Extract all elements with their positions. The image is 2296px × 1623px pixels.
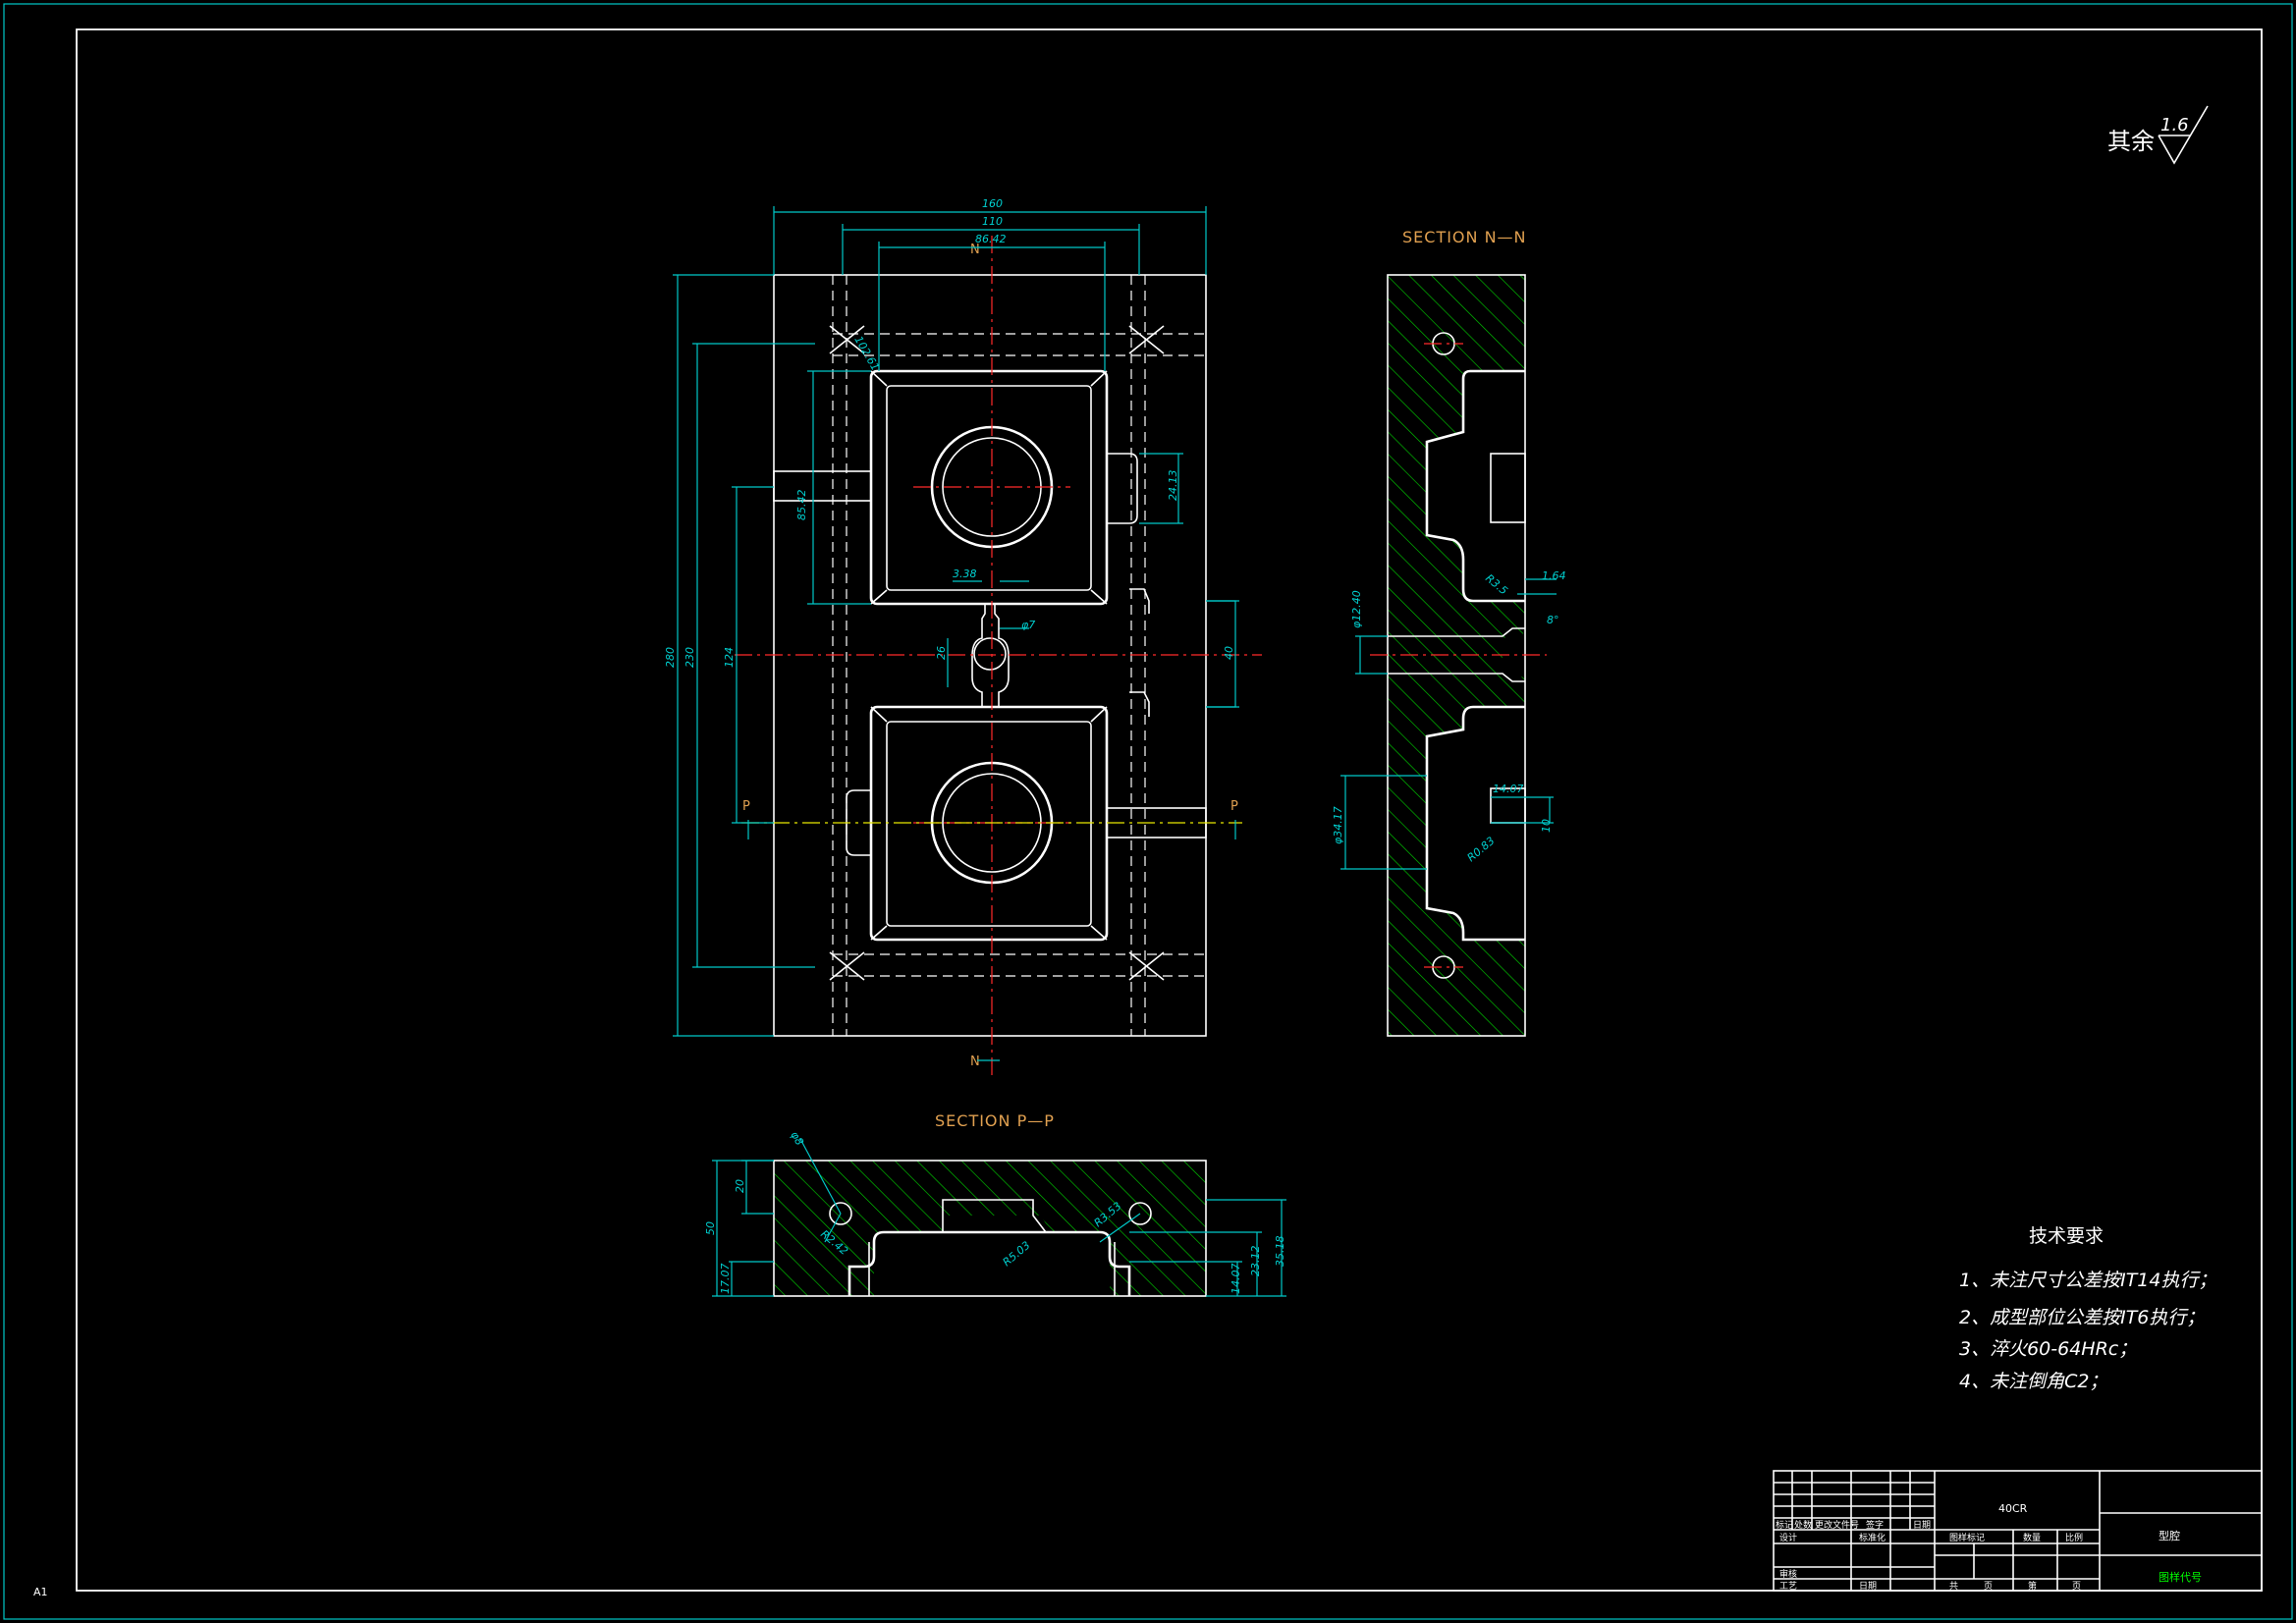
dimension-label: 页 bbox=[2072, 1581, 2081, 1592]
dimension-label: R0.83 bbox=[1465, 835, 1498, 865]
cut-label-p-right: P bbox=[1230, 799, 1238, 814]
tech-req-item-2: 2、成型部位公差按IT6执行； bbox=[1959, 1307, 2205, 1328]
dimension-label: 23.12 bbox=[1249, 1246, 1262, 1277]
dimension-label: 数量 bbox=[2023, 1532, 2041, 1543]
dimension-label: 标准化 bbox=[1859, 1532, 1886, 1543]
dimension-label: 8° bbox=[1547, 614, 1559, 626]
cut-label-n-top: N bbox=[970, 243, 980, 257]
roughness-check-icon bbox=[2158, 105, 2209, 165]
dimension-label: 审核 bbox=[1779, 1568, 1797, 1580]
lower-cavity-inner bbox=[886, 721, 1092, 927]
plan-view: N N P P 160 110 86.42 102.61 85.42 24.13 bbox=[664, 197, 1262, 1080]
dimension-label: 14.07 bbox=[1493, 783, 1524, 795]
pp-pin-hole-left bbox=[829, 1202, 852, 1225]
dimension-label: 50 bbox=[704, 1221, 717, 1235]
dimension-label: 280 bbox=[664, 647, 677, 668]
section-pp-view: SECTION P—P φ8 20 50 R2.42 17.07 R5.03 R… bbox=[704, 1111, 1286, 1297]
sheet-size-label: A1 bbox=[33, 1586, 48, 1598]
tech-req-item-3: 3、淬火60-64HRc； bbox=[1959, 1338, 2137, 1360]
dimension-label: 日期 bbox=[1859, 1581, 1877, 1592]
dimension-label: 10 bbox=[1540, 819, 1553, 833]
dimension-label: 3.38 bbox=[953, 568, 977, 580]
section-nn-view: SECTION N—N 1.64 φ12.40 R3.5 8° 14.07 φ3… bbox=[1332, 228, 1566, 1037]
tech-req-item-1: 1、未注尺寸公差按IT14执行； bbox=[1959, 1270, 2216, 1291]
dimension-label: 处数 bbox=[1794, 1519, 1812, 1531]
dimension-label: 85.42 bbox=[795, 490, 808, 521]
outer-sheet-border bbox=[3, 3, 2293, 1620]
roughness-value: 1.6 bbox=[2160, 115, 2189, 135]
dimension-label: 页 bbox=[1984, 1581, 1993, 1592]
dimension-label: R5.03 bbox=[1001, 1239, 1033, 1270]
dimension-label: 标记 bbox=[1776, 1519, 1793, 1531]
tech-req-item-4: 4、未注倒角C2； bbox=[1959, 1371, 2107, 1392]
dimension-label: 1.64 bbox=[1542, 569, 1566, 582]
dimension-label: φ34.17 bbox=[1332, 806, 1344, 844]
dimension-label: 比例 bbox=[2065, 1532, 2083, 1543]
dimension-label: 第 bbox=[2028, 1580, 2037, 1592]
upper-cavity-inner bbox=[886, 385, 1092, 591]
material-label: 40CR bbox=[1998, 1502, 2028, 1515]
dimension-label: 共 bbox=[1949, 1581, 1958, 1592]
plan-dimensions: 160 110 86.42 102.61 85.42 24.13 3.38 φ7… bbox=[664, 197, 1236, 1037]
dimension-label: 86.42 bbox=[975, 233, 1007, 245]
pp-pin-hole-right bbox=[1128, 1202, 1152, 1225]
roughness-symbol: 其余 1.6 bbox=[2107, 105, 2209, 165]
section-pp-title: SECTION P—P bbox=[935, 1111, 1055, 1130]
dimension-label: 14.07 bbox=[1230, 1264, 1242, 1295]
dimension-label: 20 bbox=[734, 1179, 746, 1193]
dimension-label: 102.61 bbox=[851, 334, 882, 373]
technical-requirements: 技术要求 1、未注尺寸公差按IT14执行； 2、成型部位公差按IT6执行； 3、… bbox=[1959, 1225, 2216, 1392]
section-nn-title: SECTION N—N bbox=[1402, 228, 1527, 246]
drawing-frame bbox=[76, 28, 2263, 1592]
tech-req-title: 技术要求 bbox=[2029, 1225, 2104, 1247]
dimension-label: 24.13 bbox=[1167, 470, 1179, 502]
dimension-label: 更改文件号 bbox=[1815, 1519, 1859, 1531]
dimension-label: 160 bbox=[982, 197, 1003, 210]
roughness-prefix: 其余 bbox=[2107, 128, 2155, 155]
title-block: 40CR 型腔 图样代号 标记 处数 更改文件号 签字 日期 设计 标准化 审核… bbox=[1773, 1470, 2263, 1592]
dimension-label: 图样标记 bbox=[1949, 1532, 1985, 1543]
dimension-label: 40 bbox=[1223, 646, 1235, 660]
drawing-number: 图样代号 bbox=[2159, 1570, 2202, 1584]
dimension-label: 工艺 bbox=[1779, 1581, 1797, 1592]
dimension-label: 设计 bbox=[1779, 1532, 1797, 1543]
dimension-label: φ7 bbox=[1021, 619, 1035, 631]
dimension-label: 签字 bbox=[1866, 1519, 1884, 1531]
dimension-label: φ12.40 bbox=[1350, 590, 1363, 628]
part-name: 型腔 bbox=[2159, 1529, 2180, 1542]
dimension-label: 110 bbox=[982, 215, 1003, 228]
dimension-label: φ8 bbox=[788, 1129, 805, 1148]
dimension-label: 230 bbox=[683, 647, 696, 668]
dimension-label: 124 bbox=[723, 647, 736, 668]
dimension-label: 26 bbox=[935, 646, 948, 660]
dimension-label: 17.07 bbox=[719, 1264, 732, 1295]
dimension-label: R3.5 bbox=[1483, 571, 1510, 597]
dimension-label: 日期 bbox=[1913, 1520, 1931, 1531]
cut-label-n-bottom: N bbox=[970, 1055, 980, 1069]
section-pp-outline bbox=[773, 1160, 1207, 1297]
cut-label-p-left: P bbox=[742, 799, 750, 814]
dimension-label: 35.18 bbox=[1274, 1236, 1286, 1268]
